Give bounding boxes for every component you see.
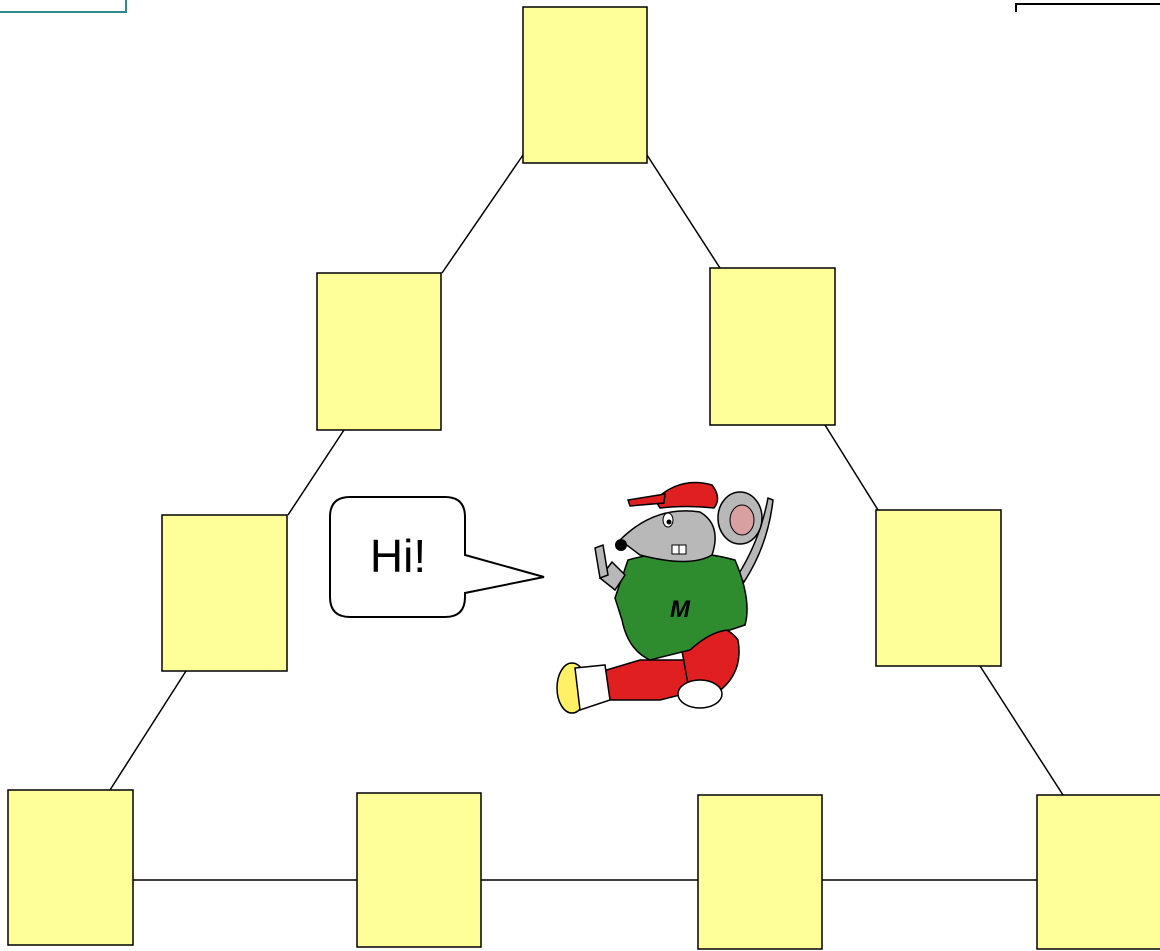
box-bottom-1 — [8, 790, 133, 945]
speech-bubble: Hi! — [330, 497, 544, 617]
top-right-corner-frame — [1016, 4, 1160, 12]
mouse-mascot-icon: M — [557, 483, 773, 713]
edge-top-right — [647, 155, 720, 268]
edge-right-upper-middle — [825, 425, 878, 510]
box-bottom-4 — [1037, 795, 1160, 949]
edge-right-middle-bottom — [980, 666, 1063, 795]
top-left-corner-frame — [0, 0, 126, 12]
shirt-letter: M — [670, 596, 691, 623]
box-top — [523, 7, 647, 163]
speech-bubble-text: Hi! — [370, 530, 426, 582]
box-right-middle — [876, 510, 1001, 666]
box-left-middle — [162, 515, 287, 671]
edge-left-middle-bottom — [110, 671, 186, 790]
edge-top-left — [442, 155, 523, 273]
box-left-upper — [317, 273, 441, 430]
box-right-upper — [710, 268, 835, 425]
box-bottom-2 — [357, 793, 481, 947]
box-bottom-3 — [698, 795, 822, 949]
